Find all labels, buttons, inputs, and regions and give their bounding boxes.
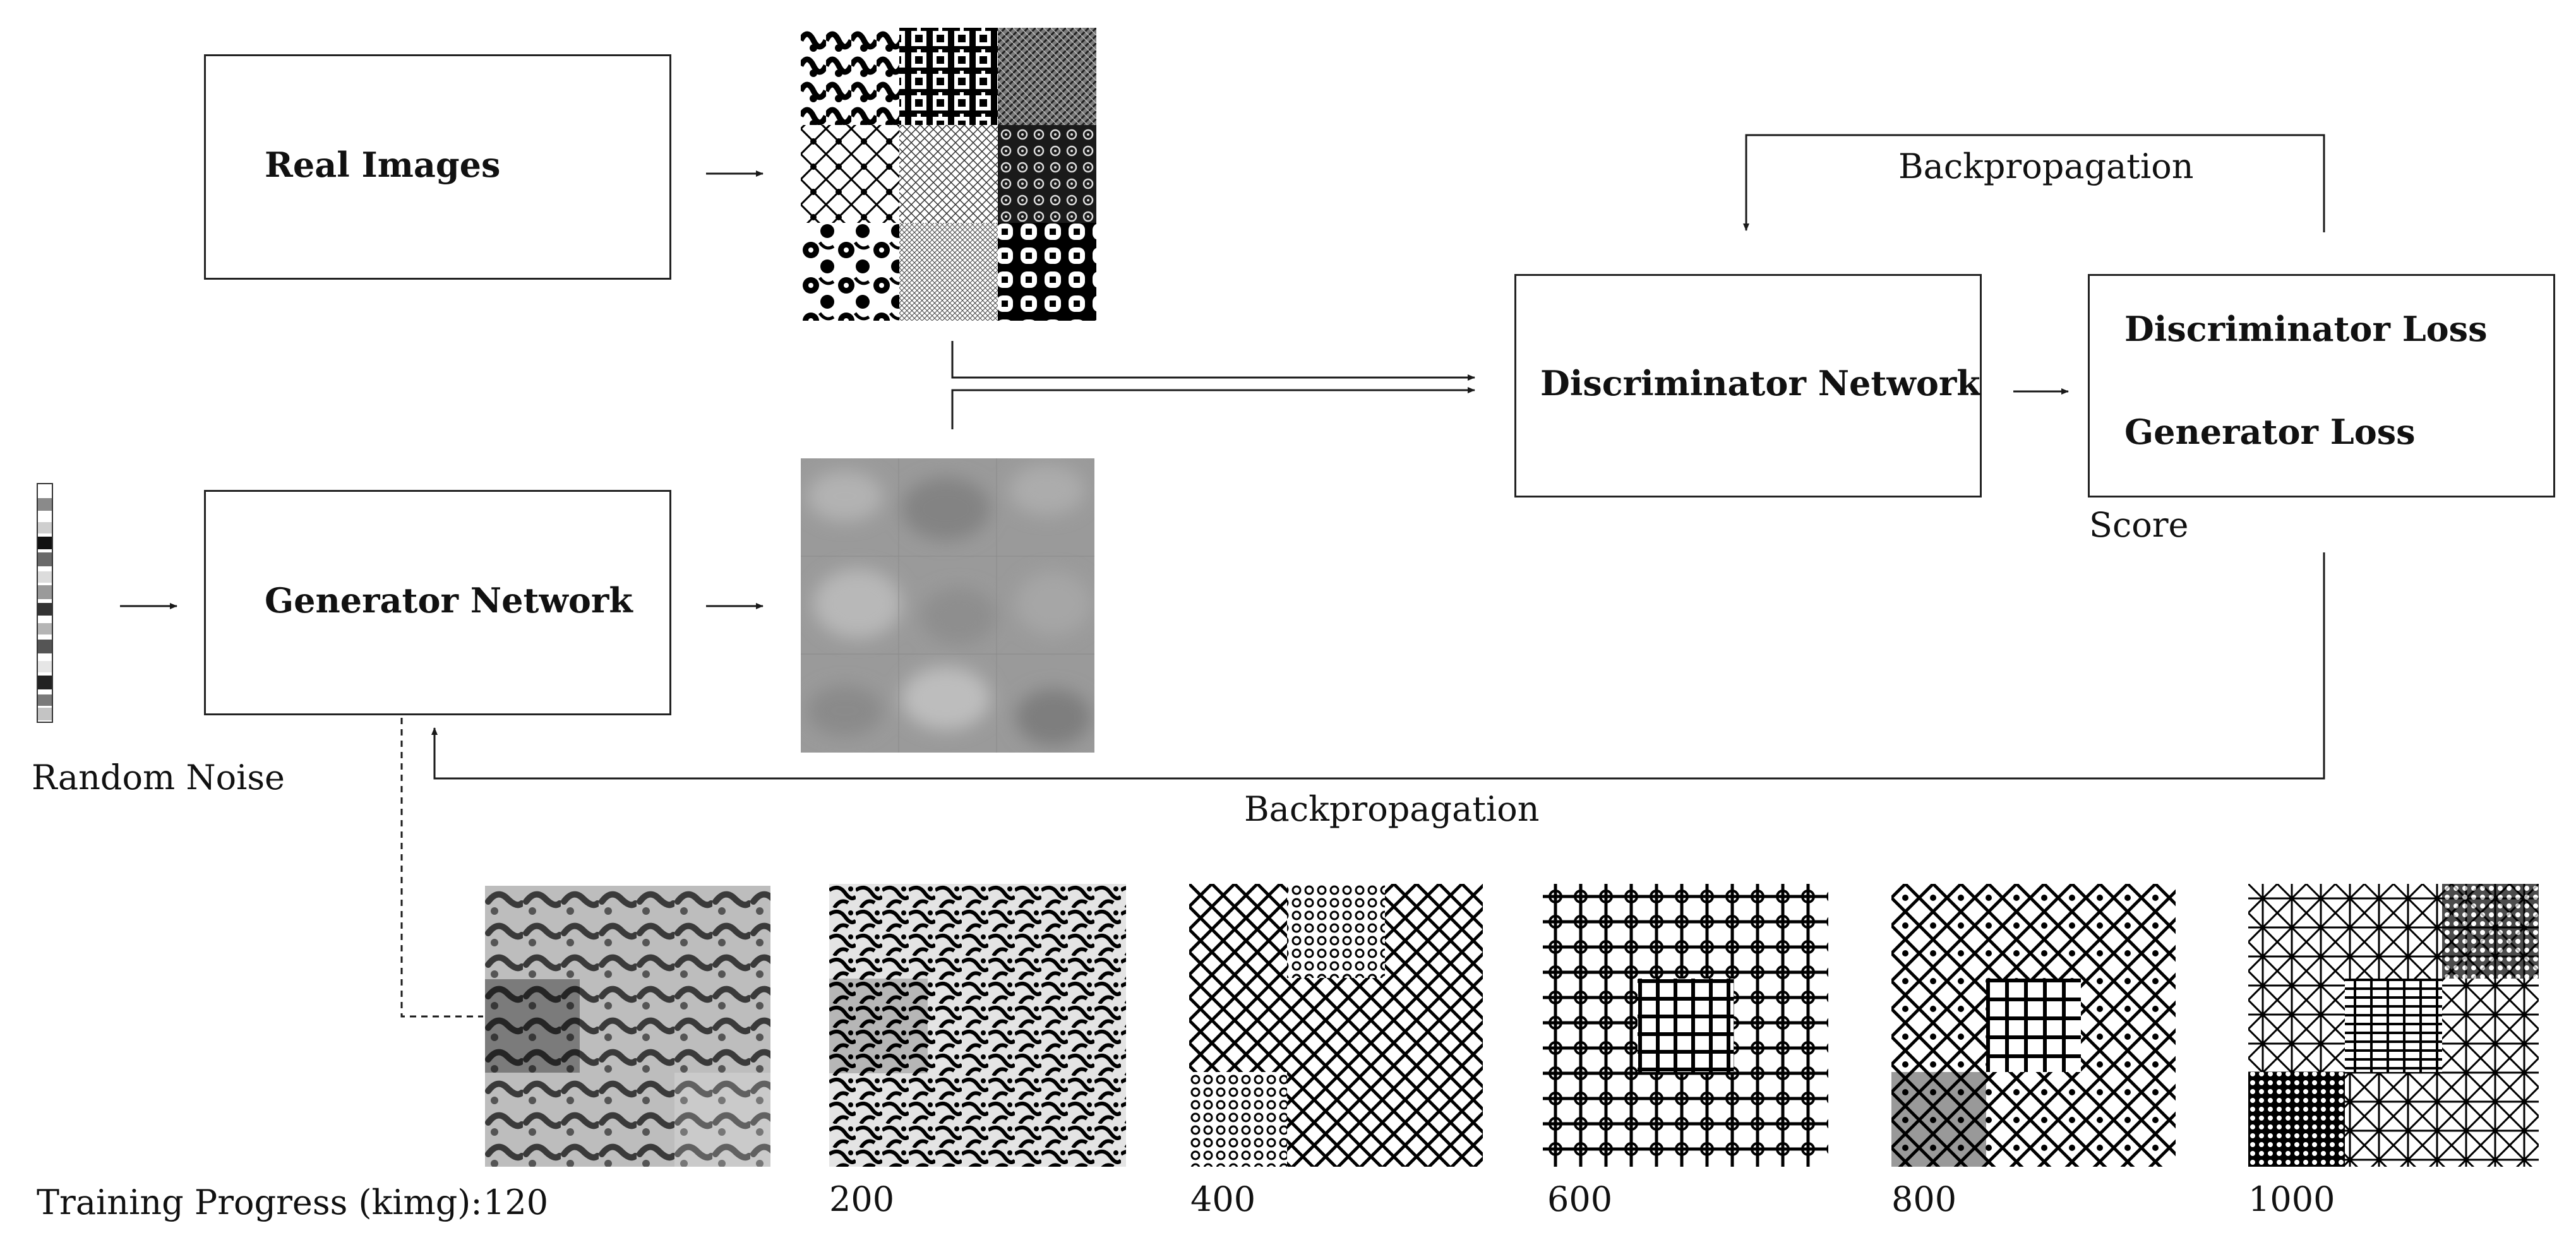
score-label: Score [2089,505,2189,545]
backprop-bottom-label: Backpropagation [1244,789,1540,829]
discriminator-network-box: Discriminator Network [1514,274,1982,497]
progress-grid-600 [1543,884,1828,1167]
progress-step-label: 120 [483,1182,549,1222]
blurry-texture-grid-icon [801,458,1094,753]
loss-box: Discriminator Loss Generator Loss [2088,274,2555,497]
arrow-generated-to-discriminator [951,387,1475,429]
discriminator-loss-label: Discriminator Loss [2124,309,2488,349]
real-images-label: Real Images [265,145,501,185]
progress-step-label: 200 [829,1179,895,1219]
backprop-top-label: Backpropagation [1898,146,2194,186]
progress-grid-400 [1189,884,1483,1167]
generator-loss-label: Generator Loss [2124,412,2416,452]
progress-grid-1000 [2248,884,2539,1167]
progress-grid-800 [1891,884,2176,1167]
dashed-generator-to-progress [400,718,483,1018]
progress-step-label: 400 [1190,1179,1256,1219]
generator-network-box: Generator Network [204,490,671,715]
real-texture-grid-icon [801,28,1096,321]
training-progress-label: Training Progress (kimg): [37,1182,482,1222]
arrow-backprop-top [1743,134,2325,232]
discriminator-network-label: Discriminator Network [1540,363,1980,403]
arrow-real-to-discriminator [951,341,1475,381]
random-noise-label: Random Noise [32,758,285,797]
progress-step-label: 600 [1547,1179,1613,1219]
progress-step-label: 800 [1891,1179,1957,1219]
progress-grid-120 [485,886,770,1167]
progress-step-label: 1000 [2248,1179,2335,1219]
noise-vector-icon [37,483,53,723]
real-images-box: Real Images [204,54,671,280]
progress-grid-200 [829,884,1126,1167]
arrow-backprop-bottom [431,552,2325,780]
generator-network-label: Generator Network [265,580,633,621]
